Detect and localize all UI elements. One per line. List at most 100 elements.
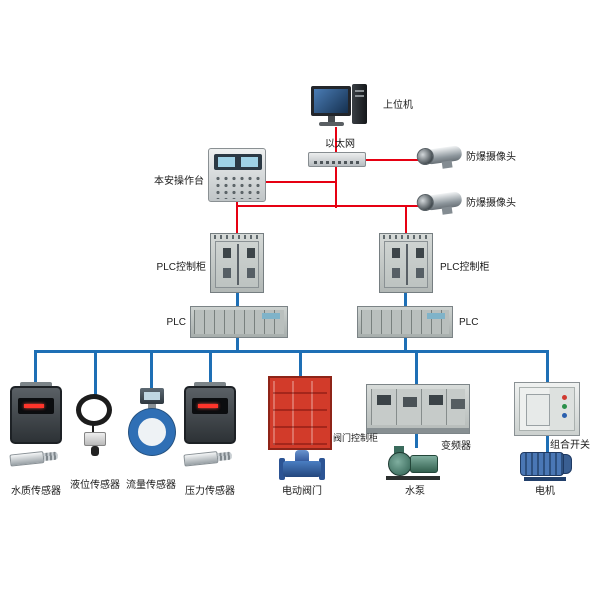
red-connection-line: [236, 200, 238, 234]
sensor-probe: [9, 447, 61, 470]
blue-connection-line: [546, 434, 549, 452]
probe-tip: [217, 451, 233, 462]
flow-sensor-device: [128, 386, 176, 456]
blue-connection-line: [404, 292, 407, 307]
cable: [92, 424, 94, 434]
water-pump-device: [386, 446, 442, 480]
label-plc-left: PLC: [166, 317, 186, 328]
label-motor: 电机: [535, 486, 555, 497]
label-camera-top: 防爆摄像头: [466, 152, 516, 163]
pressure-sensor-device: [182, 380, 238, 478]
inverter-panels: [371, 389, 465, 425]
motor-end-cap: [563, 454, 572, 474]
label-water-pump: 水泵: [405, 486, 425, 497]
red-connection-line: [236, 205, 420, 207]
switch-cabinet-panel: [519, 387, 575, 431]
monitor-screen: [311, 86, 351, 116]
blue-connection-line: [236, 337, 239, 352]
red-connection-line: [335, 166, 337, 208]
blue-connection-line: [209, 350, 212, 388]
probe-body: [183, 451, 219, 467]
plc-rack-right-device: [357, 306, 453, 338]
blue-connection-line: [404, 337, 407, 352]
label-console: 本安操作台: [154, 176, 204, 187]
plc-cabinet-right-device: [379, 233, 433, 293]
console-device: [208, 148, 266, 202]
blue-connection-line: [415, 350, 418, 386]
red-connection-line: [264, 181, 336, 183]
sensor-display-box: [184, 386, 236, 444]
label-ethernet: 以太网: [325, 139, 355, 150]
label-camera-bottom: 防爆摄像头: [466, 198, 516, 209]
blue-connection-line: [415, 432, 418, 448]
flowmeter-body: [129, 409, 175, 455]
label-host-computer: 上位机: [383, 100, 413, 111]
explosion-proof-camera-top: [414, 141, 465, 173]
blue-connection-line: [150, 350, 153, 390]
plc-modules: [361, 310, 449, 334]
red-connection-line: [335, 127, 337, 155]
electric-valve-device: [279, 450, 325, 480]
red-connection-line: [366, 159, 420, 161]
camera-mount: [441, 160, 453, 169]
label-combination-switch: 组合开关: [550, 440, 590, 451]
cabinet-door: [215, 241, 259, 288]
water-quality-sensor-device: [8, 380, 64, 478]
plc-rack-left-device: [190, 306, 288, 338]
combination-switch-cabinet-device: [514, 382, 580, 436]
valve-flange-left: [279, 458, 285, 480]
pump-outlet: [394, 446, 404, 454]
sensor-head: [84, 432, 106, 446]
label-flow-sensor: 流量传感器: [126, 480, 176, 491]
red-connection-line: [405, 205, 407, 235]
explosion-proof-camera-bottom: [414, 187, 465, 219]
valve-body: [283, 461, 321, 477]
flowmeter-display: [140, 388, 164, 404]
plc-cabinet-left-device: [210, 233, 264, 293]
sensor-display-box: [10, 386, 62, 444]
cabinet-bolts: [214, 235, 260, 239]
blue-connection-line: [94, 350, 97, 396]
plc-modules: [194, 310, 284, 334]
computer-tower: [352, 84, 367, 124]
level-sensor-device: [72, 392, 120, 458]
cable-coil: [76, 394, 112, 426]
cabinet-door: [384, 241, 428, 288]
console-screen: [214, 154, 262, 170]
blue-connection-line: [236, 292, 239, 307]
blue-connection-line: [34, 350, 37, 388]
pump-motor: [410, 455, 438, 473]
host-computer-device: [311, 84, 369, 128]
cabinet-bolts: [383, 235, 429, 239]
motor-device: [518, 450, 572, 482]
monitor-stand: [328, 116, 335, 122]
probe-tip: [43, 451, 59, 462]
camera-mount: [441, 206, 453, 215]
inverter-cabinet-device: [366, 384, 470, 434]
label-inverter: 变频器: [441, 441, 471, 452]
label-plc-right: PLC: [459, 317, 479, 328]
label-level-sensor: 液位传感器: [70, 480, 120, 491]
sensor-probe: [183, 447, 235, 470]
label-water-quality-sensor: 水质传感器: [11, 486, 61, 497]
blue-bus-line: [34, 350, 549, 353]
pump-base: [386, 476, 440, 480]
label-plc-cabinet-right: PLC控制柜: [440, 262, 490, 273]
console-buttons: [214, 175, 262, 199]
valve-flange-right: [319, 458, 325, 480]
pump-volute: [388, 452, 412, 476]
label-plc-cabinet-left: PLC控制柜: [156, 262, 206, 273]
monitor-base: [319, 122, 344, 126]
motor-body: [520, 452, 564, 476]
blue-connection-line: [299, 350, 302, 378]
valve-cabinet-grid: [273, 381, 327, 445]
motor-feet: [524, 477, 566, 481]
valve-actuator: [295, 450, 309, 462]
blue-connection-line: [546, 350, 549, 384]
valve-control-cabinet-device: [268, 376, 332, 450]
probe-body: [9, 451, 45, 467]
ethernet-switch-device: [308, 152, 366, 167]
flowmeter-neck: [148, 404, 156, 409]
sensor-probe: [91, 446, 99, 456]
